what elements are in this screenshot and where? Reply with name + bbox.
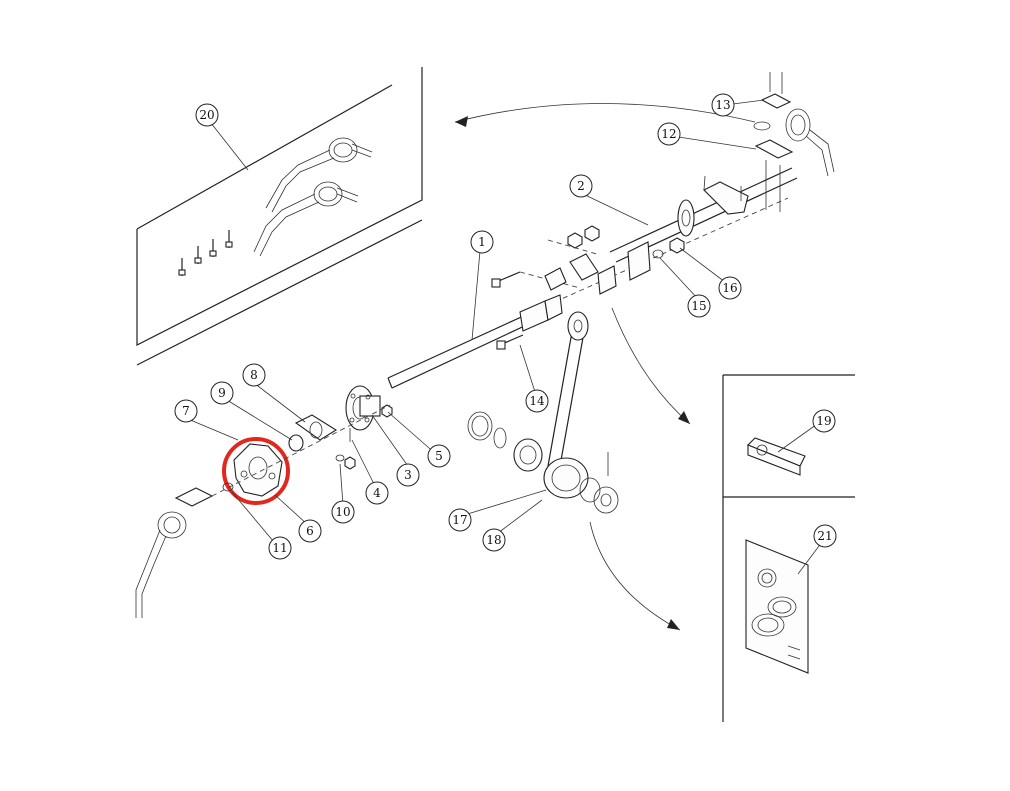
callout-12: 12 <box>657 122 681 146</box>
leader-lines <box>187 99 826 575</box>
svg-text:9: 9 <box>218 386 226 400</box>
center-blocks <box>544 239 617 295</box>
shaft-bracket <box>519 294 563 332</box>
callout-9: 9 <box>210 381 234 405</box>
callout-15: 15 <box>687 294 711 318</box>
pivot-plate <box>288 414 338 452</box>
svg-text:15: 15 <box>691 299 706 313</box>
svg-text:12: 12 <box>661 127 676 141</box>
callout-3: 3 <box>396 463 420 487</box>
callout-21: 21 <box>813 524 837 548</box>
callout-2: 2 <box>569 174 593 198</box>
connecting-rod <box>543 311 589 499</box>
nuts-near-tube <box>567 225 685 259</box>
callout-8: 8 <box>242 363 266 387</box>
svg-text:6: 6 <box>306 524 314 538</box>
callout-16: 16 <box>718 276 742 300</box>
svg-text:18: 18 <box>486 533 501 547</box>
callout-5: 5 <box>427 444 451 468</box>
hub-flange <box>345 385 381 431</box>
svg-text:4: 4 <box>373 486 381 500</box>
svg-text:2: 2 <box>577 179 585 193</box>
spring-tine-lower <box>253 181 359 257</box>
callout-18: 18 <box>482 528 506 552</box>
bearing-stack-left <box>467 411 543 472</box>
top-bracket-assembly <box>753 72 835 212</box>
svg-text:20: 20 <box>199 108 214 122</box>
svg-text:1: 1 <box>478 235 486 249</box>
rear-tube-assembly <box>609 167 798 281</box>
flow-arrows <box>454 103 756 631</box>
callout-6: 6 <box>298 519 322 543</box>
cam-bracket <box>233 443 283 497</box>
inset-panel-right <box>722 374 855 722</box>
svg-text:21: 21 <box>817 529 832 543</box>
svg-text:14: 14 <box>529 394 545 408</box>
svg-text:16: 16 <box>722 281 737 295</box>
callouts: 1 2 3 4 5 6 7 8 9 10 11 12 13 14 15 16 1… <box>174 93 837 560</box>
wear-plate <box>747 437 806 476</box>
inset-panel-spring-tines <box>136 67 423 366</box>
svg-text:17: 17 <box>452 513 467 527</box>
callout-10: 10 <box>331 500 355 524</box>
callout-13: 13 <box>711 93 735 117</box>
svg-text:7: 7 <box>182 404 190 418</box>
svg-text:3: 3 <box>404 468 412 482</box>
svg-text:10: 10 <box>335 505 350 519</box>
small-hardware <box>335 404 393 470</box>
callout-11: 11 <box>268 536 292 560</box>
svg-text:19: 19 <box>816 414 831 428</box>
callout-4: 4 <box>365 481 389 505</box>
callout-19: 19 <box>812 409 836 433</box>
bearing-stack-right <box>579 452 619 514</box>
spring-tine-upper <box>265 137 373 213</box>
callout-1: 1 <box>470 230 494 254</box>
callout-7: 7 <box>174 399 198 423</box>
svg-text:8: 8 <box>250 368 258 382</box>
callout-20: 20 <box>195 103 219 127</box>
bearing-kit-card <box>745 539 809 674</box>
highlight-circle-part-6 <box>222 437 290 505</box>
tine-clamp <box>135 404 391 618</box>
svg-text:11: 11 <box>272 541 287 555</box>
svg-text:5: 5 <box>435 449 443 463</box>
callout-14: 14 <box>525 389 549 413</box>
callout-17: 17 <box>448 508 472 532</box>
svg-text:13: 13 <box>715 98 730 112</box>
bolt-set <box>178 230 233 276</box>
main-shaft <box>387 197 789 389</box>
